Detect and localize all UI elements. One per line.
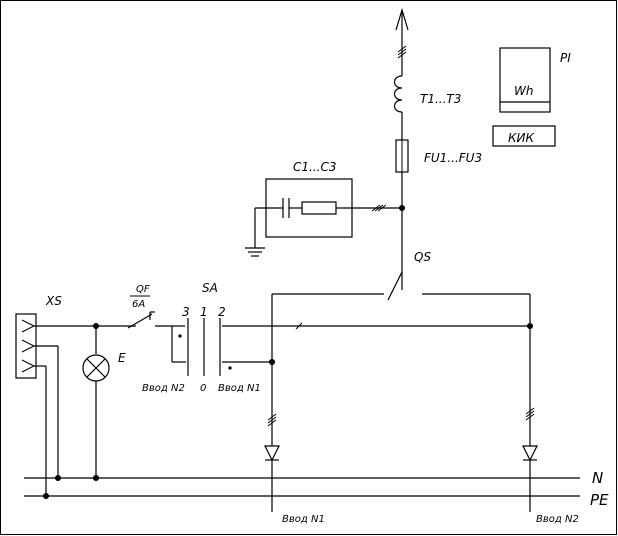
junction-capacitor: [399, 205, 405, 211]
breaker-top-label: QF: [136, 284, 150, 295]
selector-pos-2: 2: [218, 305, 226, 319]
socket-xs: [15, 313, 136, 496]
selector-pos-3: 3: [182, 305, 190, 319]
selector-switch-sa: [171, 318, 530, 376]
junction-n-socket: [55, 475, 61, 481]
fuse-symbol: [395, 139, 409, 290]
selector-label: SA: [202, 281, 218, 295]
input2-bottom-label: Ввод N2: [536, 514, 579, 525]
transformers-label: T1...T3: [420, 92, 461, 106]
input1-bottom-label: Ввод N1: [282, 514, 325, 525]
junction-pe-socket: [43, 493, 49, 499]
capacitors-label: C1...C3: [293, 160, 336, 174]
switch-label: QS: [414, 250, 431, 264]
upper-feed-line: [395, 7, 409, 76]
meter-unit-label: Wh: [514, 84, 533, 98]
load-switch: [271, 271, 531, 362]
capacitor-block: [245, 178, 402, 257]
zero-label: 0: [200, 383, 206, 394]
socket-label: XS: [45, 294, 62, 308]
input2-left-label: Ввод N2: [142, 383, 185, 394]
selector-pos-1: 1: [200, 305, 208, 319]
pe-label: PE: [590, 491, 609, 509]
lamp-e: [82, 326, 110, 478]
input2-lead: [522, 326, 538, 512]
junction-n-lamp: [93, 475, 99, 481]
input1-left-label: Ввод N1: [218, 383, 261, 394]
circuit-breaker-qf: [127, 311, 172, 329]
kik-label: КИК: [508, 131, 534, 145]
energy-meter: Wh: [499, 47, 551, 113]
lamp-label: E: [118, 351, 126, 365]
fuses-label: FU1...FU3: [424, 151, 482, 165]
breaker-bottom-label: 6A: [132, 299, 145, 310]
transformer-coil: [393, 75, 403, 140]
neutral-label: N: [592, 469, 603, 487]
input1-lead: [264, 362, 280, 512]
meter-label: PI: [560, 51, 571, 65]
kik-box: [492, 125, 556, 147]
